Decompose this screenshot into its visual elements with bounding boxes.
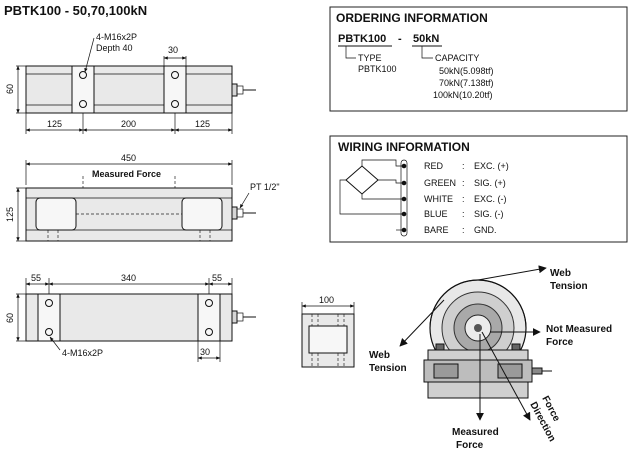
measured-force-label: Force bbox=[456, 440, 484, 451]
wire-sep: : bbox=[462, 178, 465, 188]
dim-front-height: 125 bbox=[5, 207, 15, 222]
wire-signal: SIG. (+) bbox=[474, 178, 506, 188]
application-illustration: Web Tension Not Measured Force Web Tensi… bbox=[369, 265, 612, 451]
capacity-option: 70kN(7.138tf) bbox=[439, 78, 494, 88]
dim-bottom-right: 55 bbox=[212, 273, 222, 283]
web-tension-left-label: Web bbox=[369, 350, 390, 361]
ordering-info-box bbox=[329, 6, 628, 112]
top-view-right-block bbox=[163, 65, 187, 114]
cable-gland bbox=[231, 83, 238, 97]
wire-terminal bbox=[401, 180, 407, 186]
capacity-label: CAPACITY bbox=[435, 53, 479, 63]
dim-bottom-hole-spacing: 30 bbox=[200, 347, 210, 357]
bottom-thread-callout: 4-M16x2P bbox=[62, 348, 103, 358]
web-tension-label: Tension bbox=[550, 281, 588, 292]
ordering-model: PBTK100 bbox=[338, 33, 386, 45]
wiring-info-box bbox=[329, 135, 628, 243]
top-view-left-block bbox=[71, 65, 95, 114]
wiring-info-panel: WIRING INFORMATION RED : EXC. (+) GREEN … bbox=[329, 135, 628, 243]
wiring-heading: WIRING INFORMATION bbox=[338, 140, 470, 154]
port-label: PT 1/2" bbox=[250, 182, 280, 192]
wire-row: BARE : GND. bbox=[424, 225, 497, 235]
dim-bottom-left: 55 bbox=[31, 273, 41, 283]
capacity-option: 50kN(5.098tf) bbox=[439, 66, 494, 76]
page-title: PBTK100 - 50,70,100kN bbox=[4, 3, 147, 18]
wire-sep: : bbox=[462, 194, 465, 204]
wire-color: BLUE bbox=[424, 209, 448, 219]
wire-row: BLUE : SIG. (-) bbox=[424, 209, 504, 219]
mount-hole bbox=[45, 299, 53, 307]
dim-bottom-middle: 340 bbox=[121, 273, 136, 283]
wire-row: GREEN : SIG. (+) bbox=[424, 178, 506, 188]
wire-color: RED bbox=[424, 161, 444, 171]
ordering-capacity-code: 50kN bbox=[413, 33, 439, 45]
wire-signal: GND. bbox=[474, 225, 497, 235]
mount-hole bbox=[205, 328, 213, 336]
mount-hole bbox=[205, 299, 213, 307]
web-tension-left-label: Tension bbox=[369, 363, 407, 374]
wire-signal: EXC. (+) bbox=[474, 161, 509, 171]
wire-terminal bbox=[401, 163, 407, 169]
wire-terminal bbox=[401, 227, 407, 233]
dim-right: 125 bbox=[195, 119, 210, 129]
not-measured-force-label: Not Measured bbox=[546, 324, 612, 335]
wire-color: WHITE bbox=[424, 194, 453, 204]
front-view: 450 Measured Force PT 1/2" 125 bbox=[5, 153, 280, 242]
dim-end-width: 100 bbox=[319, 295, 334, 305]
wire-row: RED : EXC. (+) bbox=[424, 161, 509, 171]
wire-terminal bbox=[401, 211, 407, 217]
wire-color: GREEN bbox=[424, 178, 456, 188]
depth-callout: Depth 40 bbox=[96, 43, 133, 53]
not-measured-force-label: Force bbox=[546, 337, 574, 348]
dim-bottom-height: 60 bbox=[5, 313, 15, 323]
mount-hole bbox=[79, 100, 87, 108]
ordering-separator: - bbox=[398, 33, 402, 45]
dim-middle: 200 bbox=[121, 119, 136, 129]
thread-callout: 4-M16x2P bbox=[96, 32, 137, 42]
wire-sep: : bbox=[462, 225, 465, 235]
force-label: Measured Force bbox=[92, 169, 161, 179]
type-value: PBTK100 bbox=[358, 64, 397, 74]
top-view: 4-M16x2P Depth 40 30 60 125 200 125 bbox=[5, 32, 256, 134]
capacity-option: 100kN(10.20tf) bbox=[433, 90, 493, 100]
top-view-body bbox=[25, 65, 233, 114]
wire-sep: : bbox=[462, 209, 465, 219]
base-plate bbox=[427, 381, 529, 399]
wire-row: WHITE : EXC. (-) bbox=[424, 194, 507, 204]
end-view: 100 bbox=[301, 295, 355, 368]
front-view-right-pocket bbox=[181, 197, 223, 231]
wire-terminal bbox=[401, 196, 407, 202]
dim-height: 60 bbox=[5, 84, 15, 94]
measured-force-label: Measured bbox=[452, 427, 499, 438]
dim-hole-spacing: 30 bbox=[168, 45, 178, 55]
front-view-left-pocket bbox=[35, 197, 77, 231]
wire-sep: : bbox=[462, 161, 465, 171]
ordering-heading: ORDERING INFORMATION bbox=[336, 11, 488, 25]
type-label: TYPE bbox=[358, 53, 382, 63]
bottom-view: 55 340 55 60 30 4-M16x2P bbox=[5, 273, 256, 362]
ordering-info-panel: ORDERING INFORMATION PBTK100 - 50kN TYPE… bbox=[329, 6, 628, 112]
mount-hole bbox=[171, 71, 179, 79]
mount-hole bbox=[79, 71, 87, 79]
mount-hole bbox=[171, 100, 179, 108]
dim-left: 125 bbox=[47, 119, 62, 129]
web-tension-label: Web bbox=[550, 268, 571, 279]
wire-signal: SIG. (-) bbox=[474, 209, 504, 219]
cable-sheath bbox=[400, 159, 408, 237]
mount-hole bbox=[45, 328, 53, 336]
wire-signal: EXC. (-) bbox=[474, 194, 507, 204]
wire-color: BARE bbox=[424, 225, 449, 235]
dim-length: 450 bbox=[121, 153, 136, 163]
bearing-plate bbox=[427, 349, 529, 361]
